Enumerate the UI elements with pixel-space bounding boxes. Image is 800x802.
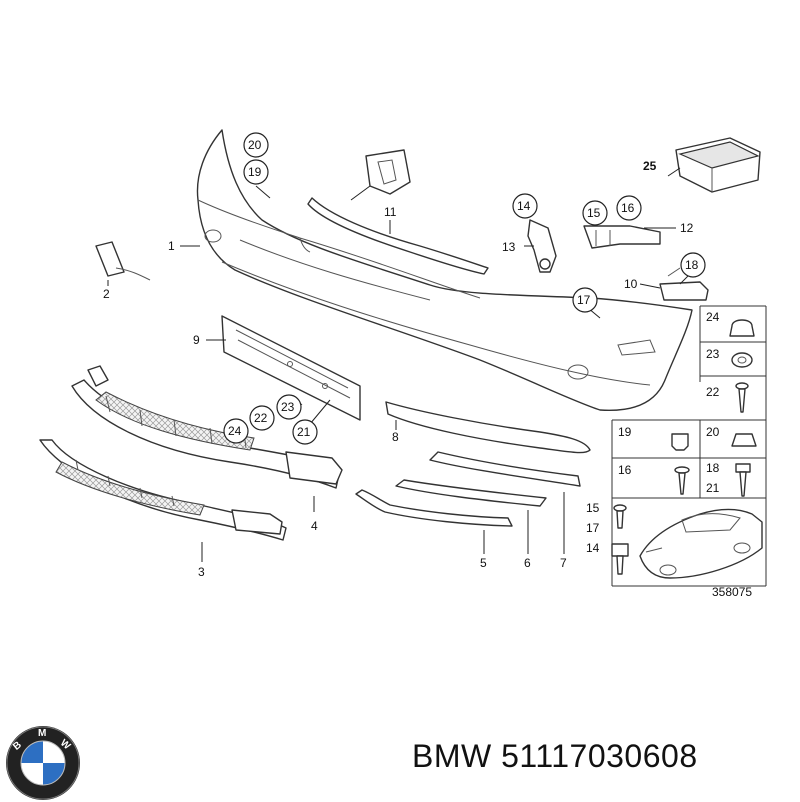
callout-22: 22 [254, 411, 268, 425]
callout-18: 18 [685, 258, 699, 272]
bmw-logo-icon: B M W [6, 726, 80, 800]
push-clip-icon [613, 504, 627, 529]
callout-13: 13 [502, 240, 516, 254]
callout-1: 1 [168, 239, 175, 253]
table-label-21: 21 [706, 481, 720, 495]
table-label-22: 22 [706, 385, 720, 399]
screw-icon [735, 382, 749, 413]
callout-5: 5 [480, 556, 487, 570]
brand-name: BMW [412, 738, 492, 774]
cap-nut-icon [729, 319, 755, 337]
lower-trim-strip-5-part [355, 489, 513, 527]
clip-nut-icon [671, 433, 689, 451]
bumper-trim-strip-part [385, 401, 591, 454]
table-label-17: 17 [586, 521, 600, 535]
callout-8: 8 [392, 430, 399, 444]
leader-lines [107, 167, 691, 562]
circled-callouts: 20 19 14 15 16 18 17 23 22 24 21 [223, 132, 706, 445]
hex-nut-icon [731, 433, 757, 447]
tow-hook-cover-part [95, 241, 151, 281]
lower-grille-part [39, 439, 287, 541]
self-tapping-screw-icon [674, 466, 690, 495]
lower-trim-strip-7-part [429, 451, 581, 487]
svg-text:M: M [38, 728, 46, 739]
callout-10: 10 [624, 277, 638, 291]
table-label-24: 24 [706, 310, 720, 324]
callout-24: 24 [228, 424, 242, 438]
callout-2: 2 [103, 287, 110, 301]
callout-20: 20 [248, 138, 262, 152]
table-label-15: 15 [586, 501, 600, 515]
table-label-14: 14 [586, 541, 600, 555]
callout-7: 7 [560, 556, 567, 570]
callout-12: 12 [680, 221, 694, 235]
bolt-icon [611, 543, 629, 575]
callout-14: 14 [517, 199, 531, 213]
bumper-cover-part [196, 129, 693, 412]
lower-trim-strip-6-part [395, 479, 547, 507]
callout-6: 6 [524, 556, 531, 570]
figure-number: 358075 [712, 585, 752, 599]
callout-11: 11 [384, 205, 397, 219]
table-label-20: 20 [706, 425, 720, 439]
package-box-part [675, 137, 761, 193]
callout-25: 25 [643, 159, 657, 173]
pump-bracket-part [583, 225, 661, 249]
callout-21: 21 [297, 425, 311, 439]
callout-19: 19 [248, 165, 262, 179]
callout-9: 9 [193, 333, 200, 347]
table-label-18: 18 [706, 461, 720, 475]
table-label-23: 23 [706, 347, 720, 361]
seal-strip-part [307, 197, 489, 275]
callout-4: 4 [311, 519, 318, 533]
washer-nozzle-part [659, 267, 709, 301]
part-number-caption: BMW 51117030608 [412, 738, 698, 775]
upper-grille-part [71, 365, 343, 489]
callout-17: 17 [577, 293, 591, 307]
callout-labels: 1 2 3 4 5 6 7 8 9 10 11 12 13 25 [103, 159, 694, 579]
mounting-bracket-part [527, 219, 557, 273]
callout-15: 15 [587, 206, 601, 220]
table-label-19: 19 [618, 425, 632, 439]
hex-screw-icon [735, 463, 751, 497]
callout-16: 16 [621, 201, 635, 215]
car-silhouette [639, 508, 763, 579]
washer-icon [731, 352, 753, 368]
callout-3: 3 [198, 565, 205, 579]
part-number: 51117030608 [501, 738, 698, 774]
table-label-16: 16 [618, 463, 632, 477]
fasteners-table: 24 23 22 19 20 16 18 21 15 17 14 [586, 305, 767, 587]
callout-23: 23 [281, 400, 295, 414]
clip-part [365, 149, 411, 195]
